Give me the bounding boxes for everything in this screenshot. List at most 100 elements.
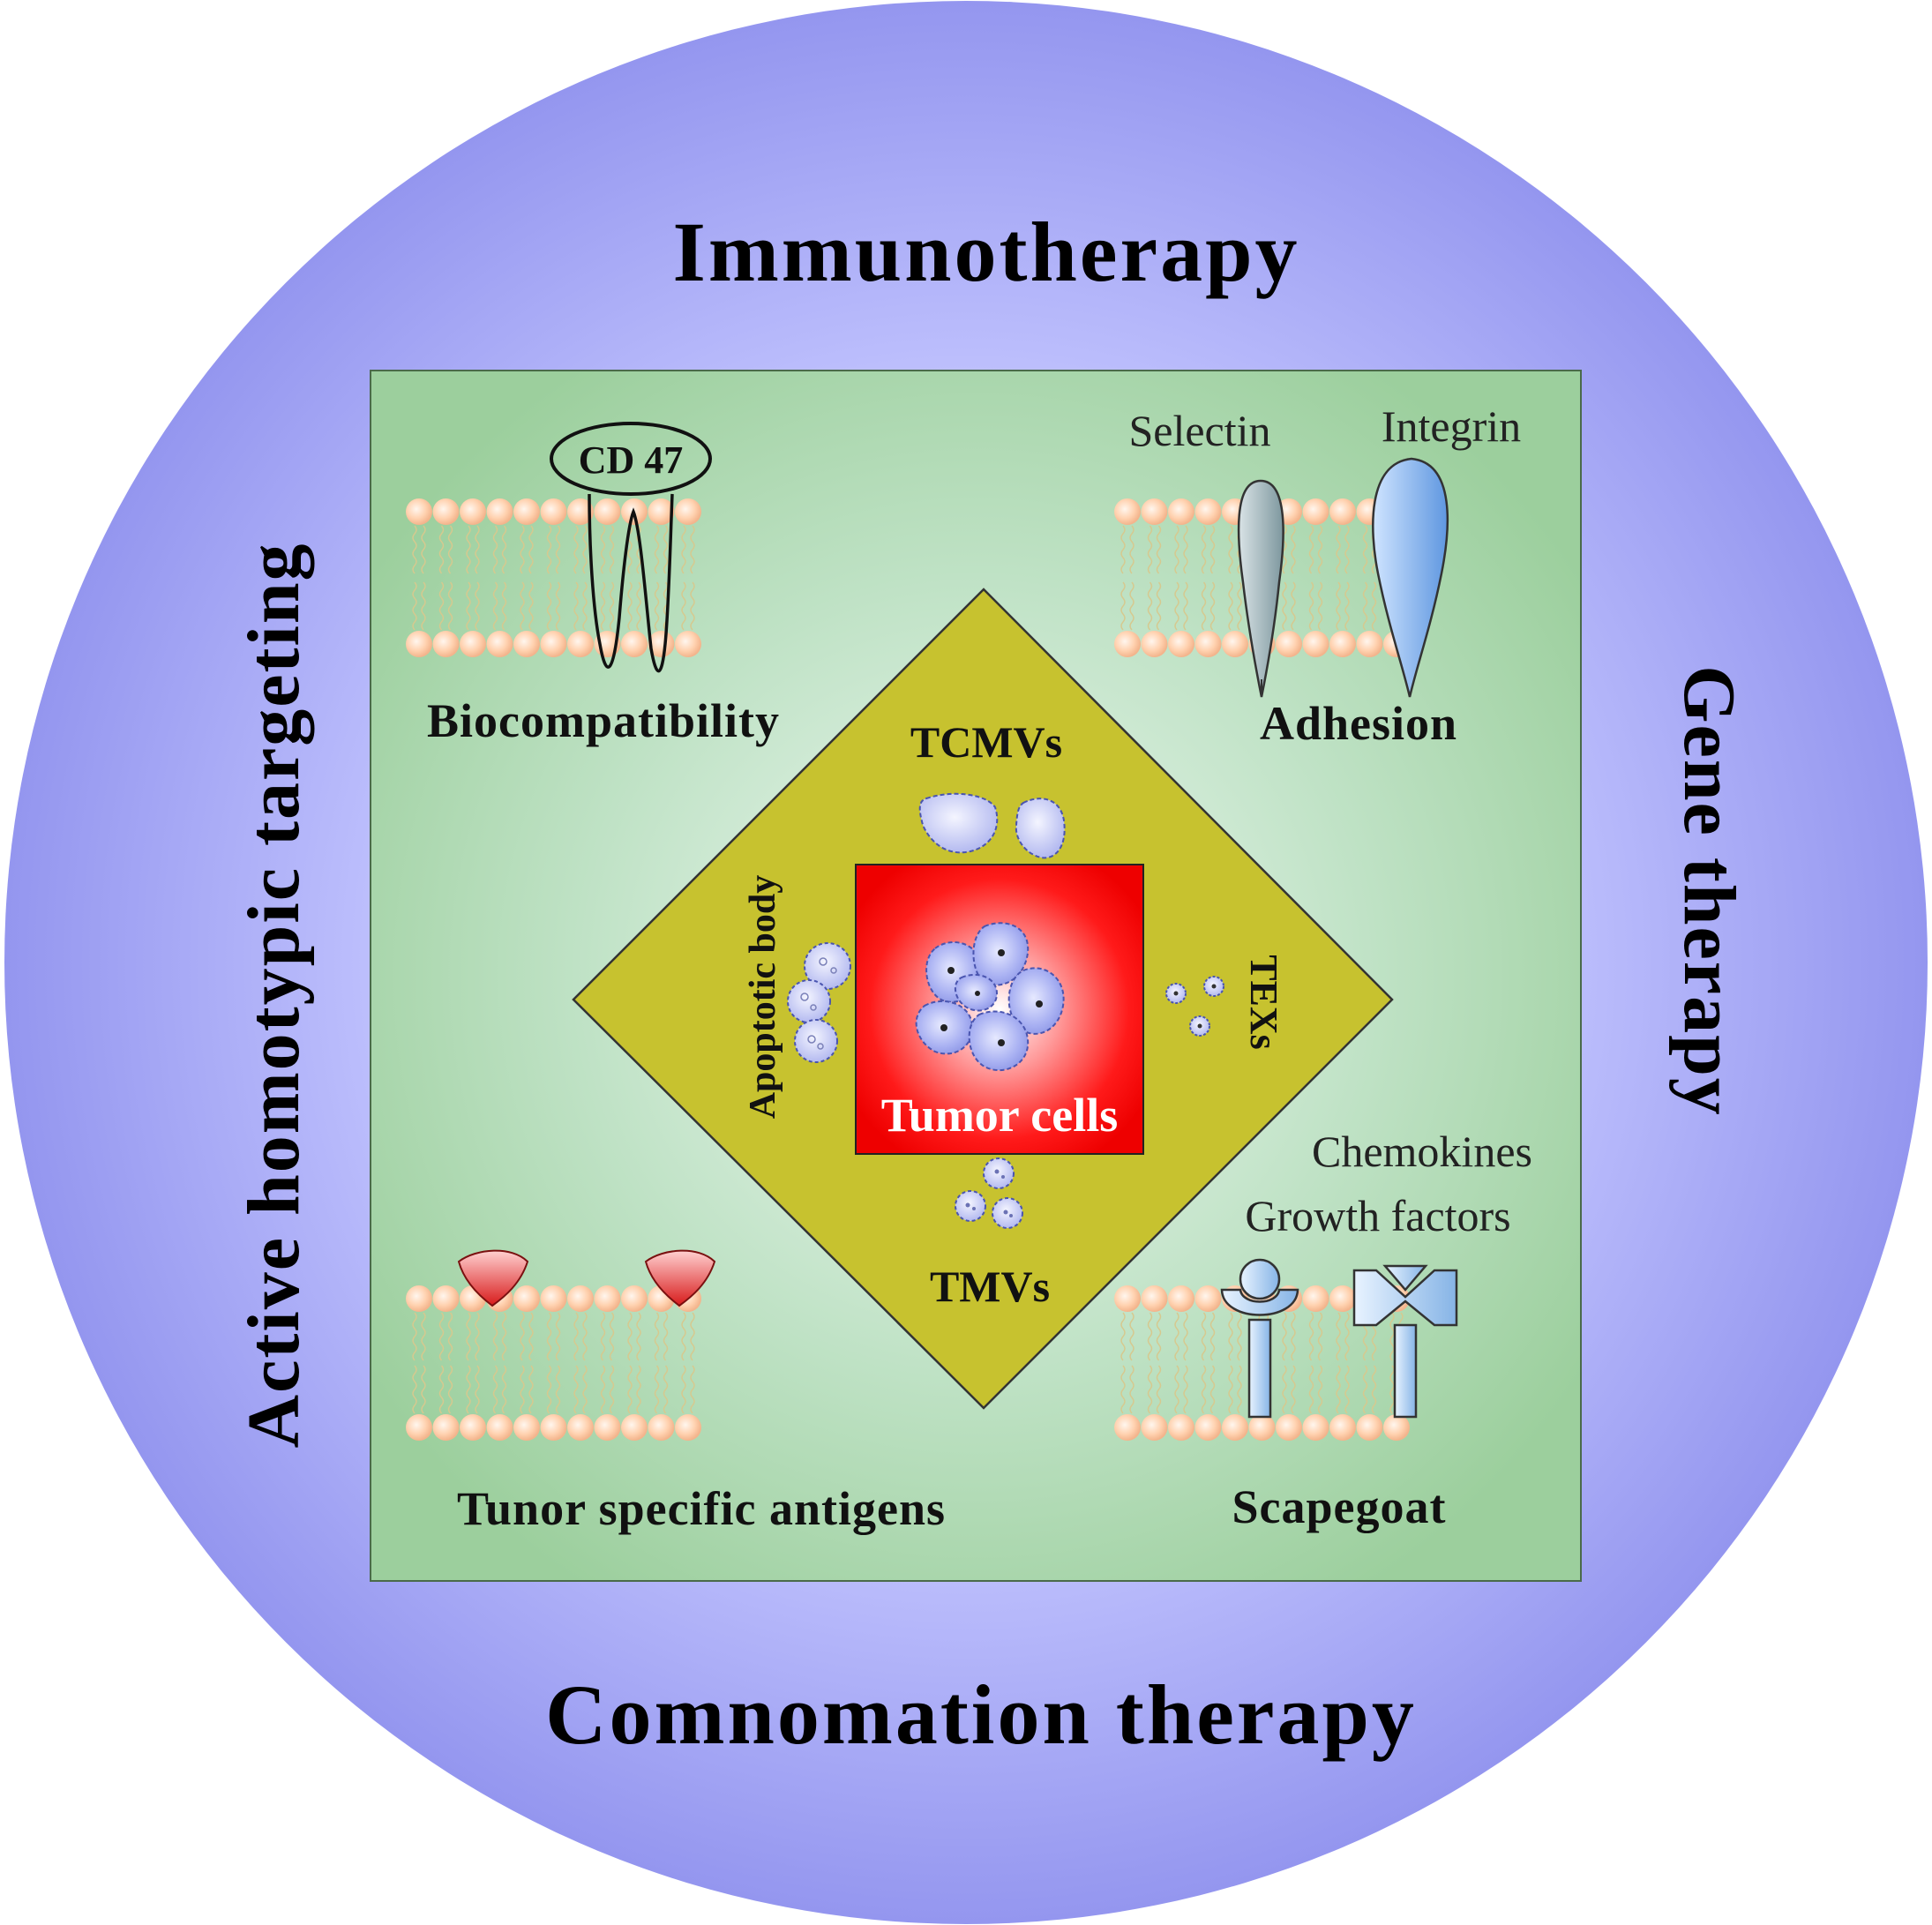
apoptotic-body xyxy=(804,942,851,990)
selectin-label: Selectin xyxy=(1128,406,1270,455)
lipid-head xyxy=(1383,1414,1410,1441)
lipid-head xyxy=(1114,1285,1141,1312)
lipid-head xyxy=(432,1285,460,1312)
lipid-head xyxy=(513,1285,540,1312)
tcmv-vesicles xyxy=(918,792,1066,859)
lipid-head xyxy=(1168,1414,1194,1441)
lipid-head xyxy=(567,1285,594,1312)
combination-therapy-label: Comnomation therapy xyxy=(545,1667,1417,1762)
lipid-head xyxy=(594,1414,621,1441)
lipid-head xyxy=(513,631,540,657)
lipid-head xyxy=(1141,1285,1168,1312)
lipid-head xyxy=(1222,631,1248,657)
lipid-head xyxy=(486,1414,513,1441)
lipid-head xyxy=(1356,1414,1383,1441)
panel-adhesion: Selectin Integrin Adhesion xyxy=(1128,401,1521,750)
lipid-head xyxy=(621,1414,648,1441)
lipid-head xyxy=(406,1285,432,1312)
lipid-head xyxy=(594,1285,621,1312)
panel-tumor-antigens: Tunor specific antigens xyxy=(457,1249,945,1535)
growth-factors-label: Growth factors xyxy=(1245,1191,1510,1240)
tcmvs-label: TCMVs xyxy=(910,717,1062,767)
lipid-head xyxy=(675,631,701,657)
lipid-head xyxy=(1114,498,1141,525)
adhesion-label: Adhesion xyxy=(1260,697,1457,750)
lipid-head xyxy=(460,498,486,525)
integrin-icon xyxy=(1372,457,1449,698)
tcmv-vesicle xyxy=(1015,798,1066,859)
lipid-head xyxy=(1168,1285,1194,1312)
biocompatibility-label: Biocompatibility xyxy=(427,694,780,747)
lipid-head xyxy=(1194,1285,1222,1312)
lipid-head xyxy=(1141,498,1168,525)
panel-biocompatibility: CD 47 Biocompatibility xyxy=(427,422,780,747)
integrin-label: Integrin xyxy=(1382,401,1521,451)
tmv-vesicles xyxy=(955,1157,1023,1229)
lipid-head xyxy=(1194,498,1222,525)
tumor-cell xyxy=(1007,967,1065,1035)
membranes xyxy=(406,498,1410,1441)
tex-vesicles xyxy=(1165,976,1224,1037)
chemokine-receptor-icon xyxy=(1220,1258,1299,1419)
lipid-head xyxy=(1329,498,1356,525)
chemokines-label: Chemokines xyxy=(1312,1127,1532,1176)
lipid-head xyxy=(486,631,513,657)
lipid-head xyxy=(567,1414,594,1441)
apoptotic-body-label: Apoptotic body xyxy=(743,875,783,1120)
lipid-head xyxy=(1248,1414,1276,1441)
lipid-head xyxy=(460,1414,486,1441)
lipid-head xyxy=(432,498,460,525)
panel-scapegoat: Chemokines Growth factors Scapegoat xyxy=(1220,1127,1532,1533)
lipid-head xyxy=(1302,1285,1329,1312)
lipid-head xyxy=(540,631,567,657)
tumor-cells-label: Tumor cells xyxy=(881,1089,1119,1142)
lipid-bilayer xyxy=(406,498,701,657)
lipid-head xyxy=(1302,1414,1329,1441)
lipid-head xyxy=(648,1414,675,1441)
lipid-head xyxy=(460,631,486,657)
lipid-head xyxy=(1276,1414,1302,1441)
lipid-head xyxy=(1302,498,1329,525)
lipid-head xyxy=(1141,631,1168,657)
lipid-head xyxy=(1329,631,1356,657)
lipid-head xyxy=(540,1414,567,1441)
lipid-head xyxy=(1168,498,1194,525)
lipid-head xyxy=(513,1414,540,1441)
lipid-head xyxy=(1329,1414,1356,1441)
tcmv-vesicle xyxy=(918,792,999,854)
tmv-vesicle xyxy=(983,1157,1015,1189)
lipid-head xyxy=(675,498,701,525)
lipid-head xyxy=(675,1414,701,1441)
antigen-icon xyxy=(457,1249,529,1307)
lipid-head xyxy=(1222,1414,1248,1441)
lipid-head xyxy=(1276,631,1302,657)
lipid-head xyxy=(648,498,675,525)
lipid-head xyxy=(1356,631,1383,657)
active-homotypic-targeting-label: Active homotypic targeting xyxy=(233,542,315,1448)
growth-factor-receptor-icon xyxy=(1352,1264,1458,1419)
lipid-head xyxy=(1194,1414,1222,1441)
lipid-head xyxy=(540,1285,567,1312)
texs-label: TEXs xyxy=(1242,955,1285,1050)
lipid-head xyxy=(1329,1285,1356,1312)
apoptotic-bodies xyxy=(787,942,851,1063)
tmv-vesicle xyxy=(955,1190,986,1222)
lipid-head xyxy=(1114,631,1141,657)
lipid-head xyxy=(1194,631,1222,657)
lipid-head xyxy=(432,631,460,657)
cd47-transmembrane-icon xyxy=(588,493,674,673)
lipid-head xyxy=(594,498,621,525)
immunotherapy-label: Immunotherapy xyxy=(672,205,1299,299)
lipid-head xyxy=(1114,1414,1141,1441)
tumor-cell-box xyxy=(855,864,1144,1155)
lipid-head xyxy=(621,1285,648,1312)
lipid-head xyxy=(540,498,567,525)
lipid-head xyxy=(486,498,513,525)
lipid-head xyxy=(1302,631,1329,657)
lipid-head xyxy=(567,498,594,525)
lipid-bilayer xyxy=(406,1285,701,1441)
lipid-head xyxy=(1141,1414,1168,1441)
apoptotic-body xyxy=(794,1019,838,1063)
lipid-head xyxy=(621,631,648,657)
